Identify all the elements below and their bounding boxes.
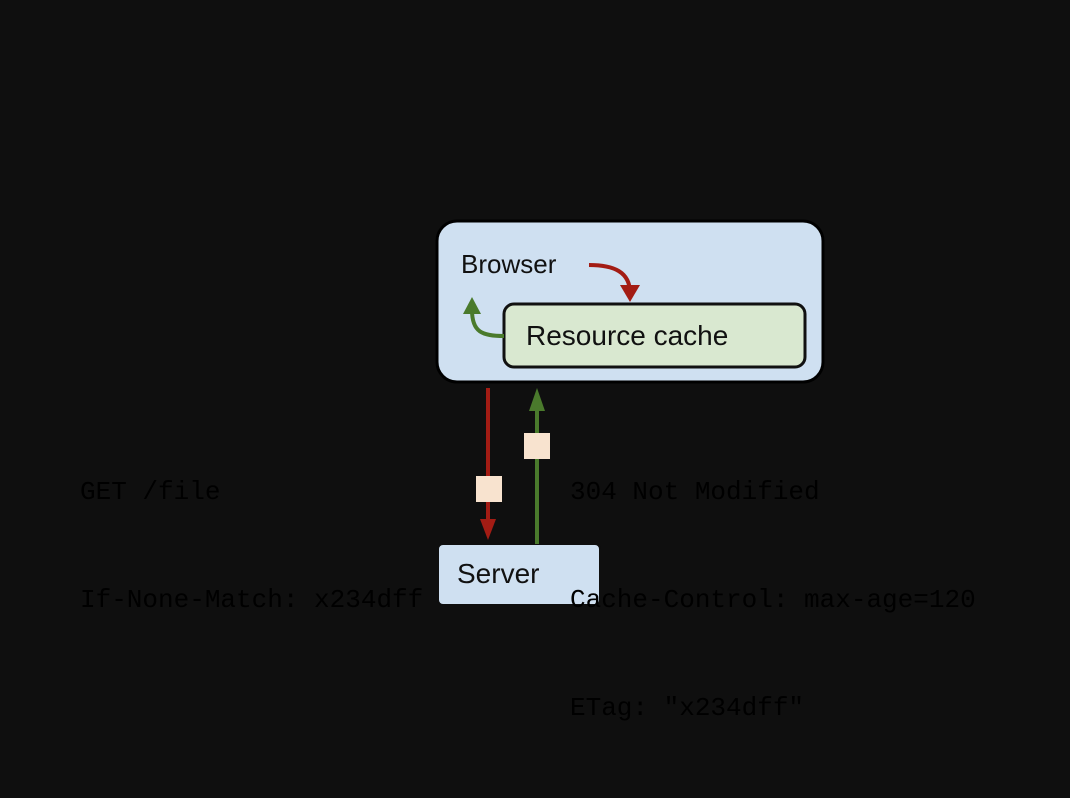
response-line-1: 304 Not Modified xyxy=(570,477,820,507)
request-line-2: If-None-Match: x234dff xyxy=(80,585,424,615)
diagram-graphics xyxy=(435,219,825,606)
browser-label: Browser xyxy=(461,249,557,279)
cache-to-browser-arrow xyxy=(470,309,505,338)
browser-to-cache-arrowhead xyxy=(620,285,640,302)
response-line-2: Cache-Control: max-age=120 xyxy=(570,585,976,615)
request-packet xyxy=(476,476,502,502)
request-arrowhead xyxy=(480,519,496,540)
cache-to-browser-arrowhead xyxy=(463,297,481,314)
request-headers: GET /file If-None-Match: x234dff xyxy=(80,402,423,690)
response-line-3: ETag: "x234dff" xyxy=(570,693,805,723)
response-arrowhead xyxy=(529,388,545,411)
response-headers: 304 Not Modified Cache-Control: max-age=… xyxy=(570,402,976,798)
server-label: Server xyxy=(457,558,540,589)
request-line-1: GET /file xyxy=(80,477,221,507)
response-packet xyxy=(524,433,550,459)
diagram-canvas: Browser Resource cache Server GET /file … xyxy=(80,219,976,723)
resource-cache-label: Resource cache xyxy=(526,320,729,351)
server-box xyxy=(437,543,601,606)
